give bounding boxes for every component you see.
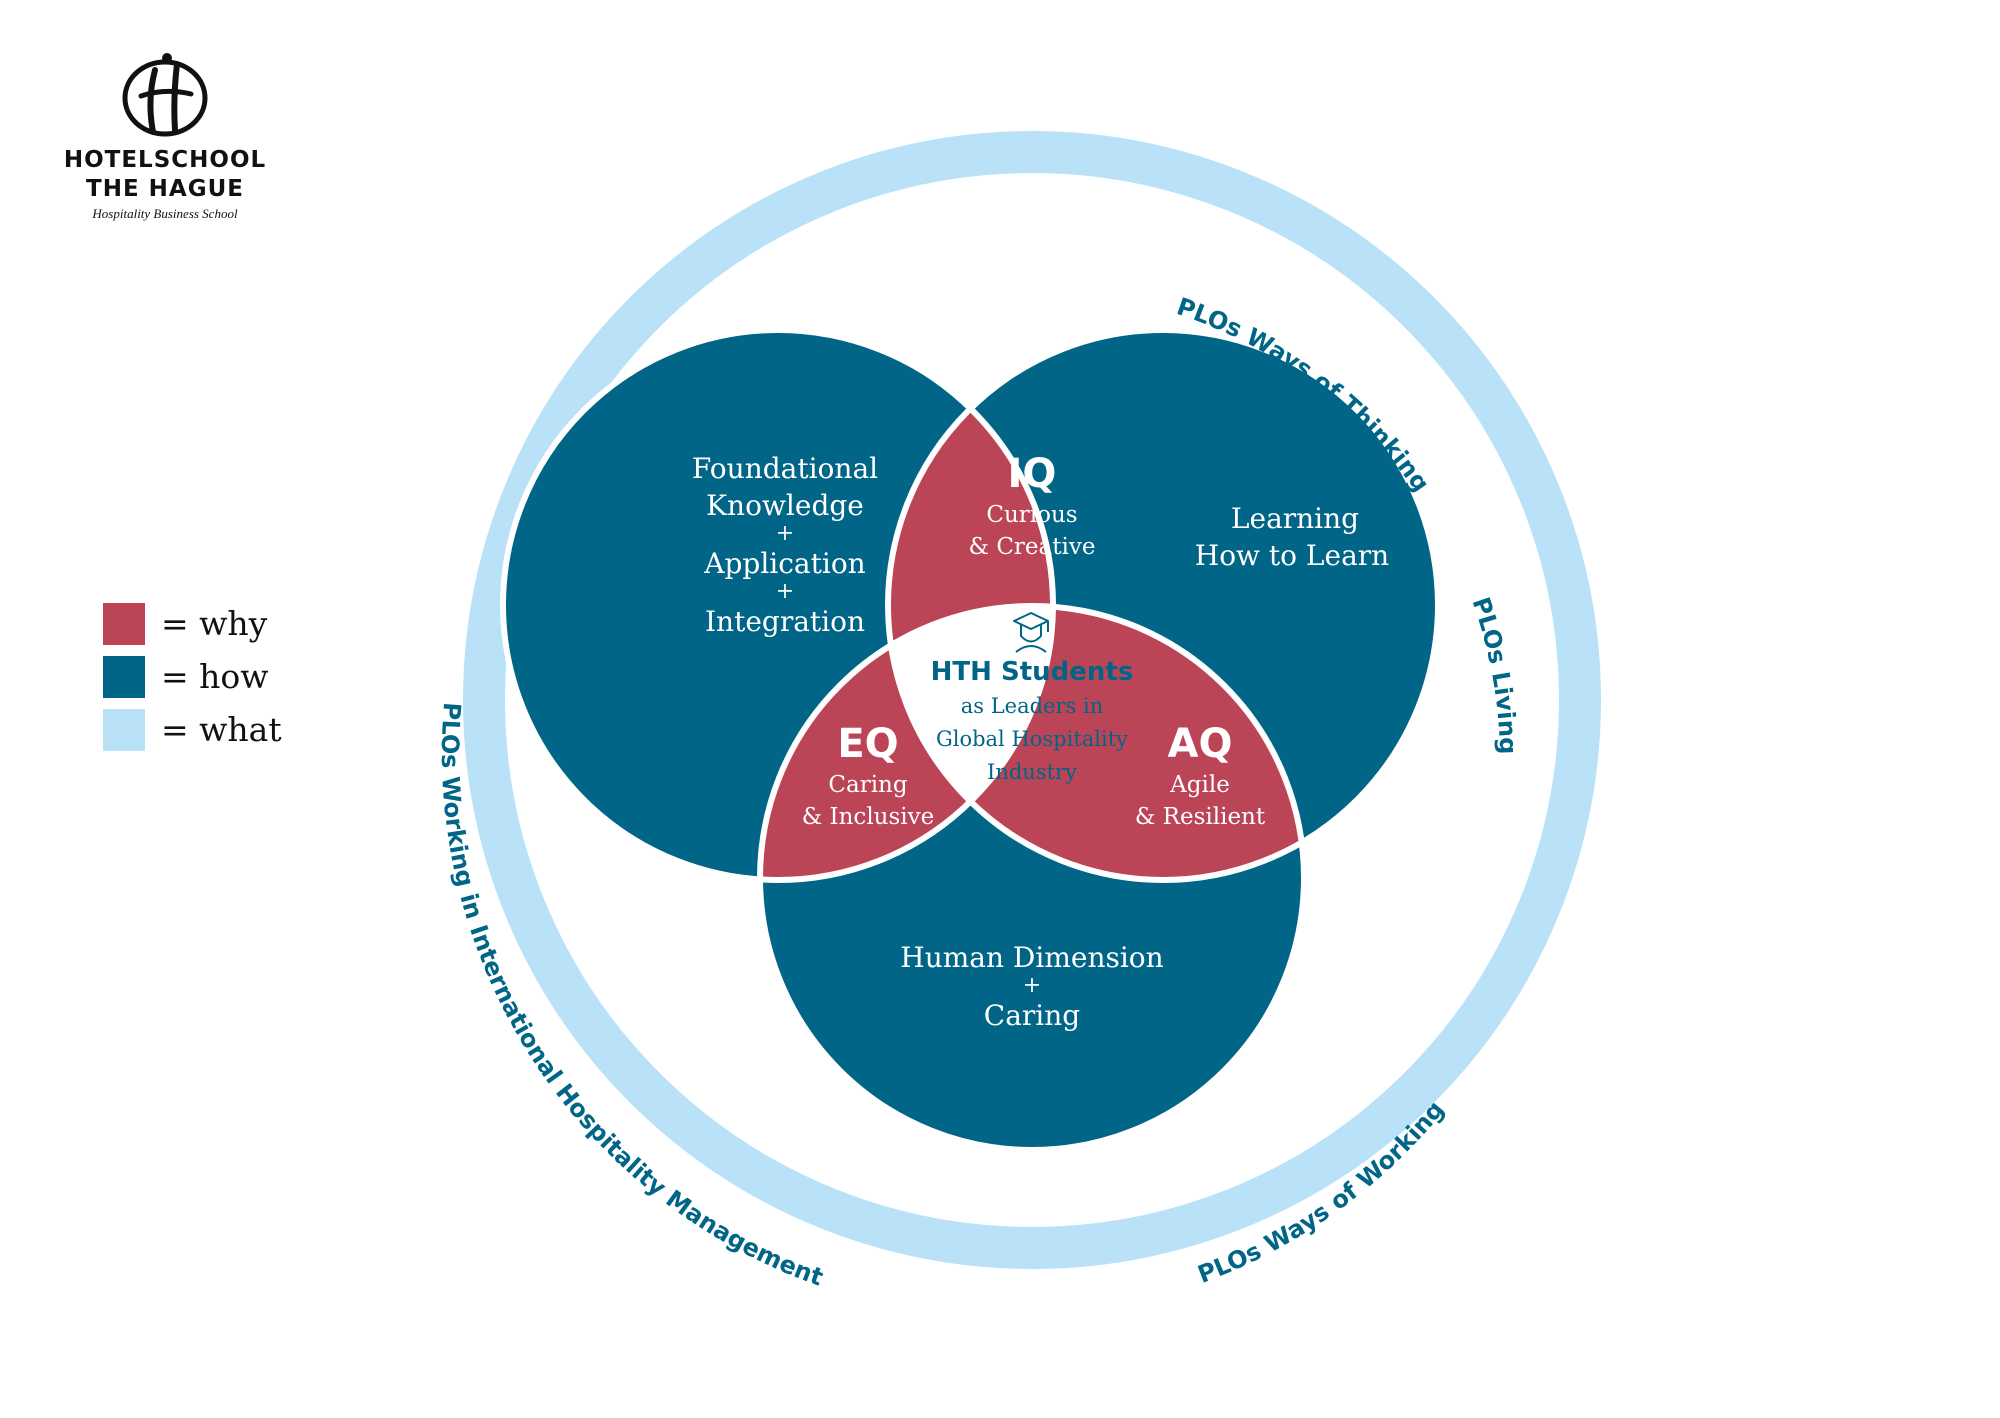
legend-item-what: = what [103, 708, 282, 751]
hotelschool-logo: HOTELSCHOOL THE HAGUE Hospitality Busine… [60, 50, 270, 222]
legend-swatch-why [103, 602, 145, 645]
legend-label-what: = what [161, 710, 282, 749]
legend: = why = how = what [103, 602, 282, 762]
legend-item-how: = how [103, 655, 282, 698]
circle-right-outline [885, 327, 1441, 883]
graduate-student-icon [1013, 612, 1049, 653]
legend-swatch-what [103, 708, 145, 751]
logo-line-1: HOTELSCHOOL [63, 147, 267, 173]
hotelschool-monogram-icon [122, 53, 208, 137]
circle-bottom-outline [757, 603, 1307, 1153]
logo-tagline: Hospitality Business School [92, 206, 238, 221]
outer-ring [463, 131, 1601, 1269]
legend-label-how: = how [161, 657, 269, 696]
logo-line-2: THE HAGUE [86, 176, 244, 202]
legend-label-why: = why [161, 604, 268, 643]
legend-swatch-how [103, 655, 145, 698]
legend-item-why: = why [103, 602, 282, 645]
